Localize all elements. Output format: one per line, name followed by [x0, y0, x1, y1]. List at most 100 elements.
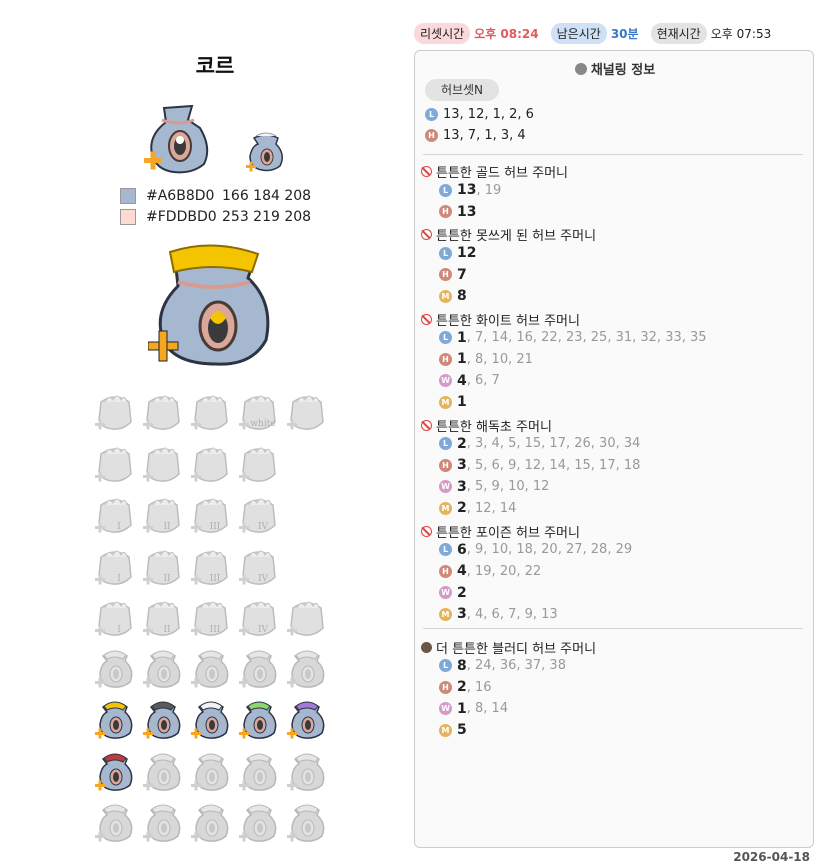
pouch-gray-icon[interactable]	[143, 800, 183, 844]
pouch-gray-icon[interactable]	[191, 749, 231, 793]
svg-text:IV: IV	[258, 522, 269, 532]
pouch-green-icon[interactable]	[239, 697, 279, 741]
svg-text:II: II	[163, 522, 171, 532]
eggs-icon[interactable]	[95, 388, 135, 432]
channel-tag-m-icon: M	[439, 501, 452, 515]
svg-text:III: III	[210, 625, 221, 635]
channel-tag-w-icon: W	[439, 480, 452, 493]
svg-text:III: III	[210, 574, 221, 584]
channel-tag-w-icon: W	[439, 586, 452, 599]
pouch-dark-icon[interactable]	[143, 697, 183, 741]
pouch-gray-icon[interactable]	[191, 646, 231, 690]
pouch-gray-icon[interactable]	[143, 749, 183, 793]
herb-icon[interactable]	[191, 388, 231, 432]
channel-tag-w-icon: W	[439, 374, 452, 387]
channel-rest: , 3, 4, 5, 15, 17, 26, 30, 34	[466, 436, 641, 451]
channel-rest: , 7, 14, 16, 22, 23, 25, 31, 32, 33, 35	[466, 330, 707, 345]
pouch-gray-icon[interactable]	[239, 800, 279, 844]
pouch-white-icon[interactable]	[191, 697, 231, 741]
status-dot-icon	[421, 641, 432, 653]
pouch-gray-icon[interactable]	[191, 800, 231, 844]
status-bar: 리셋시간 오후 08:24 남은시간 30분 현재시간 오후 07:53	[414, 22, 771, 44]
seeds-icon[interactable]	[143, 440, 183, 484]
remaining-time-value: 30분	[610, 26, 639, 41]
disabled-icon	[421, 525, 432, 537]
channel-rest: , 9, 10, 18, 20, 27, 28, 29	[466, 542, 633, 557]
bread-I-icon[interactable]: I	[95, 594, 135, 638]
channel-rest: , 12, 14	[466, 500, 517, 516]
section-title: 튼튼한 포이즌 허브 주머니	[421, 522, 580, 541]
panel-title-text: 채널링 정보	[590, 63, 656, 78]
section-name: 더 튼튼한 블러디 허브 주머니	[436, 641, 597, 657]
channel-tag-l-icon: L	[439, 183, 452, 197]
sack-icon[interactable]	[95, 440, 135, 484]
pouch-purple-icon[interactable]	[287, 697, 327, 741]
channel-tag-l-icon: L	[439, 543, 452, 556]
bag-II-icon[interactable]: II	[143, 491, 183, 535]
page-title: 코르	[195, 54, 235, 78]
channel-main: 1	[457, 394, 467, 410]
pouch-gray-icon[interactable]	[287, 646, 327, 690]
panel-title: 채널링 정보	[415, 59, 815, 78]
pouch-gray-icon[interactable]	[239, 646, 279, 690]
divider	[423, 627, 803, 629]
channel-tag-w-icon: W	[439, 702, 452, 715]
plant-icon[interactable]	[143, 388, 183, 432]
channel-rest: , 5, 9, 10, 12	[466, 479, 550, 494]
pouch-gold-icon[interactable]	[95, 697, 135, 741]
channel-main: 4	[457, 563, 467, 579]
channel-tag-l-icon: L	[439, 659, 452, 672]
channel-main: 13	[457, 203, 477, 220]
channel-tag-l-icon: L	[439, 437, 452, 450]
bread-III-icon[interactable]: III	[191, 594, 231, 638]
pouch-gray-icon[interactable]	[239, 749, 279, 793]
channel-main: 2	[457, 679, 467, 695]
pouch-gray-icon[interactable]	[143, 646, 183, 690]
sack-I-icon[interactable]: I	[95, 543, 135, 587]
channel-main: 4	[457, 372, 467, 389]
herb-white-icon[interactable]: white	[239, 388, 279, 432]
basket-icon[interactable]	[287, 594, 327, 638]
sack-II-icon[interactable]: II	[143, 543, 183, 587]
bread-II-icon[interactable]: II	[143, 594, 183, 638]
vegetables-icon[interactable]	[191, 440, 231, 484]
svg-text:I: I	[117, 574, 121, 584]
channel-main: 5	[457, 722, 467, 738]
vegetables2-icon[interactable]	[239, 440, 279, 484]
pouch-gray-icon[interactable]	[95, 800, 135, 844]
sack-III-icon[interactable]: III	[191, 543, 231, 587]
pouch-gray-icon[interactable]	[95, 646, 135, 690]
section-name: 튼튼한 골드 허브 주머니	[436, 166, 568, 181]
channel-main: 2	[457, 435, 467, 452]
bread-IV-icon[interactable]: IV	[239, 594, 279, 638]
item-panel: 코르 #A6B8D0 166 184 208 #FDDBD0 253 219 2…	[80, 40, 360, 860]
tab-hubset[interactable]: 허브셋N	[425, 79, 499, 101]
bag-I-icon[interactable]: I	[95, 491, 135, 535]
bag-IV-icon[interactable]: IV	[239, 491, 279, 535]
section-name: 튼튼한 못쓰게 된 허브 주머니	[436, 229, 597, 244]
pouch-gray-icon[interactable]	[287, 800, 327, 844]
channel-rest: , 6, 7	[466, 373, 500, 388]
sack-IV-icon[interactable]: IV	[239, 543, 279, 587]
channel-tag-l-icon: L	[425, 108, 438, 121]
color-hex: #A6B8D0	[146, 188, 215, 204]
wheat-icon[interactable]	[287, 388, 327, 432]
channel-main: 12	[457, 245, 477, 261]
bag-III-icon[interactable]: III	[191, 491, 231, 535]
pouch-gray-icon[interactable]	[287, 749, 327, 793]
channel-main: 3	[457, 478, 467, 495]
pouch-bloody-icon[interactable]	[95, 749, 135, 793]
section-title: 튼튼한 화이트 허브 주머니	[421, 310, 580, 329]
channel-tag-h-icon: H	[439, 680, 452, 694]
